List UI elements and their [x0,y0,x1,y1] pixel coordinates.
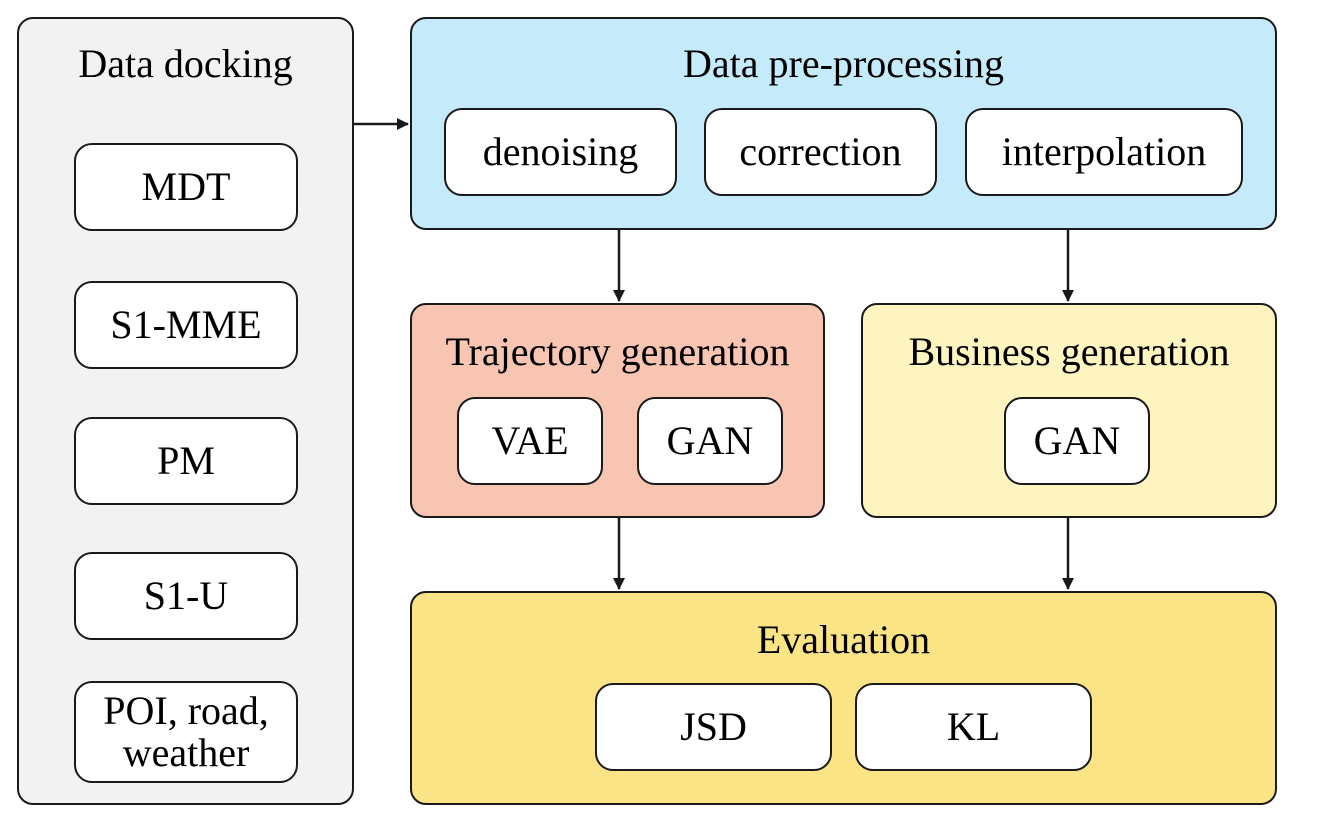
denoising-box: denoising [444,108,677,196]
kl-box: KL [855,683,1092,771]
trajectory-generation-title: Trajectory generation [445,329,790,374]
vae-box: VAE [457,397,603,485]
jsd-box: JSD [595,683,832,771]
mdt-box: MDT [74,143,298,231]
poi-road-weather-box: POI, road, weather [74,681,298,783]
trajectory-generation-panel: Trajectory generation VAE GAN [410,303,825,518]
poi-road-weather-line2: weather [122,730,250,775]
evaluation-title: Evaluation [756,617,931,662]
business-generation-title: Business generation [908,329,1230,374]
pm-box: PM [74,417,298,505]
data-preprocessing-panel: Data pre-processing denoising correction… [410,17,1277,230]
s1-mme-box: S1-MME [74,281,298,369]
interpolation-box: interpolation [965,108,1243,196]
business-gan-box: GAN [1004,397,1150,485]
data-docking-panel: Data docking MDT S1-MME PM S1-U POI, roa… [17,17,354,805]
correction-box: correction [704,108,937,196]
business-generation-panel: Business generation GAN [861,303,1277,518]
data-docking-title: Data docking [78,41,293,86]
poi-road-weather-line1: POI, road, [103,688,269,733]
data-preprocessing-title: Data pre-processing [683,41,1004,86]
trajectory-gan-box: GAN [637,397,783,485]
s1-u-box: S1-U [74,552,298,640]
evaluation-panel: Evaluation JSD KL [410,591,1277,805]
